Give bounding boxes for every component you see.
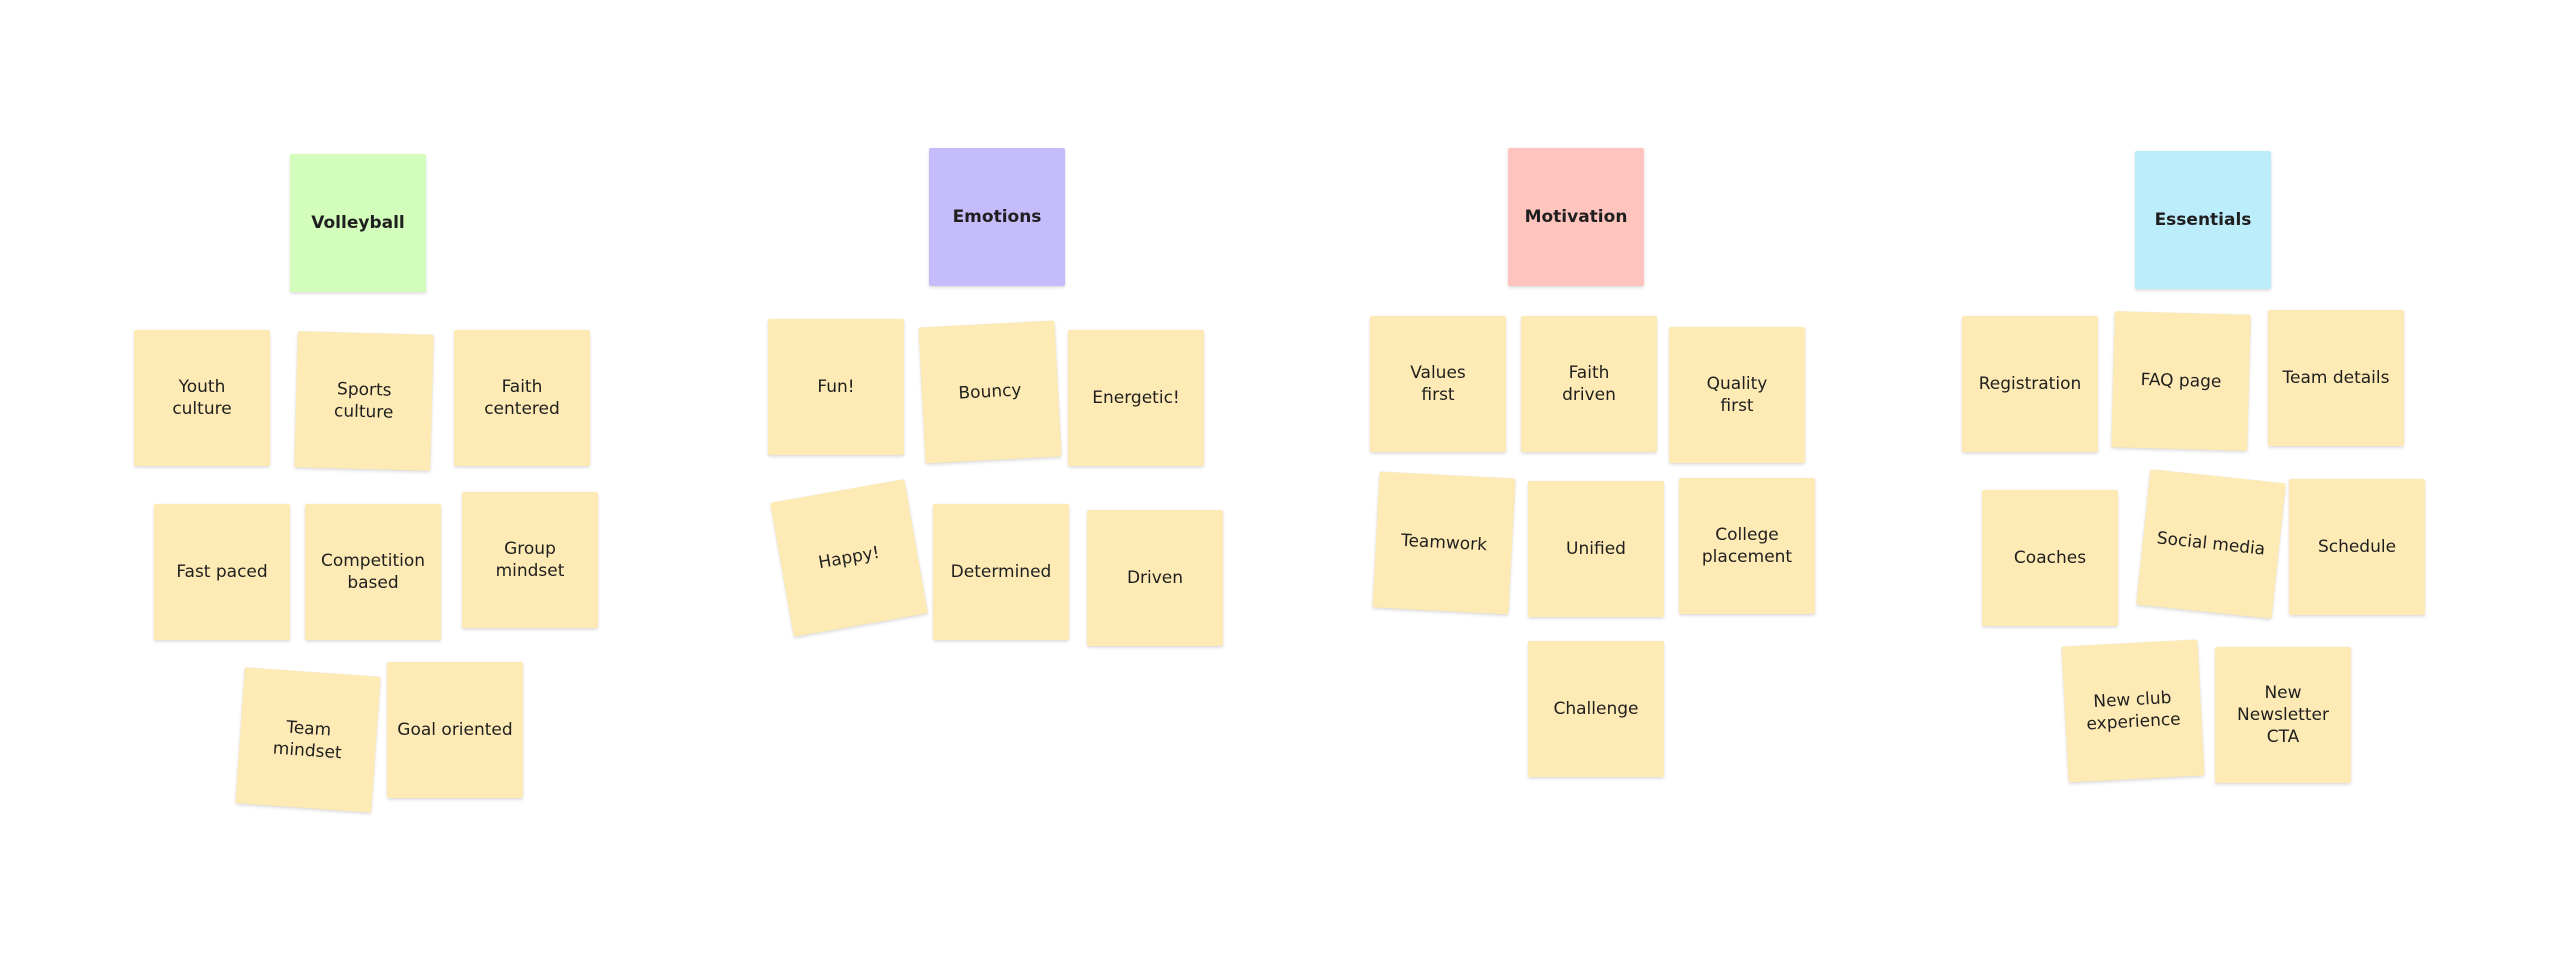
sticky-note[interactable]: Fun!: [768, 319, 904, 455]
sticky-note[interactable]: College placement: [1679, 478, 1815, 614]
sticky-note[interactable]: Schedule: [2289, 479, 2425, 615]
sticky-note[interactable]: Competition based: [305, 504, 441, 640]
sticky-note[interactable]: Bouncy: [918, 320, 1062, 464]
sticky-note[interactable]: Driven: [1087, 510, 1223, 646]
sticky-note[interactable]: Faith centered: [454, 330, 590, 466]
sticky-note[interactable]: Sports culture: [294, 331, 434, 471]
sticky-note[interactable]: Challenge: [1528, 641, 1664, 777]
header-note-essentials[interactable]: Essentials: [2135, 151, 2271, 289]
sticky-note[interactable]: Faith driven: [1521, 316, 1657, 452]
sticky-note[interactable]: Quality first: [1669, 327, 1805, 463]
sticky-note[interactable]: Team details: [2268, 310, 2404, 446]
sticky-note[interactable]: New Newsletter CTA: [2215, 647, 2351, 783]
sticky-note[interactable]: Happy!: [770, 479, 928, 637]
sticky-note[interactable]: Fast paced: [154, 504, 290, 640]
sticky-note[interactable]: Teamwork: [1372, 471, 1516, 615]
sticky-note[interactable]: Determined: [933, 504, 1069, 640]
sticky-note[interactable]: Team mindset: [235, 667, 381, 813]
header-note-volleyball[interactable]: Volleyball: [290, 154, 426, 292]
header-note-emotions[interactable]: Emotions: [929, 148, 1065, 286]
sticky-note[interactable]: Social media: [2136, 469, 2286, 619]
sticky-note[interactable]: New club experience: [2061, 639, 2205, 783]
sticky-note[interactable]: Registration: [1962, 316, 2098, 452]
sticky-note[interactable]: Values first: [1370, 316, 1506, 452]
header-note-motivation[interactable]: Motivation: [1508, 148, 1644, 286]
sticky-note[interactable]: Youth culture: [134, 330, 270, 466]
sticky-note[interactable]: Energetic!: [1068, 330, 1204, 466]
sticky-note[interactable]: Coaches: [1982, 490, 2118, 626]
sticky-note[interactable]: Goal oriented: [387, 662, 523, 798]
sticky-note[interactable]: Unified: [1528, 481, 1664, 617]
sticky-note[interactable]: Group mindset: [462, 492, 598, 628]
sticky-note[interactable]: FAQ page: [2111, 311, 2251, 451]
